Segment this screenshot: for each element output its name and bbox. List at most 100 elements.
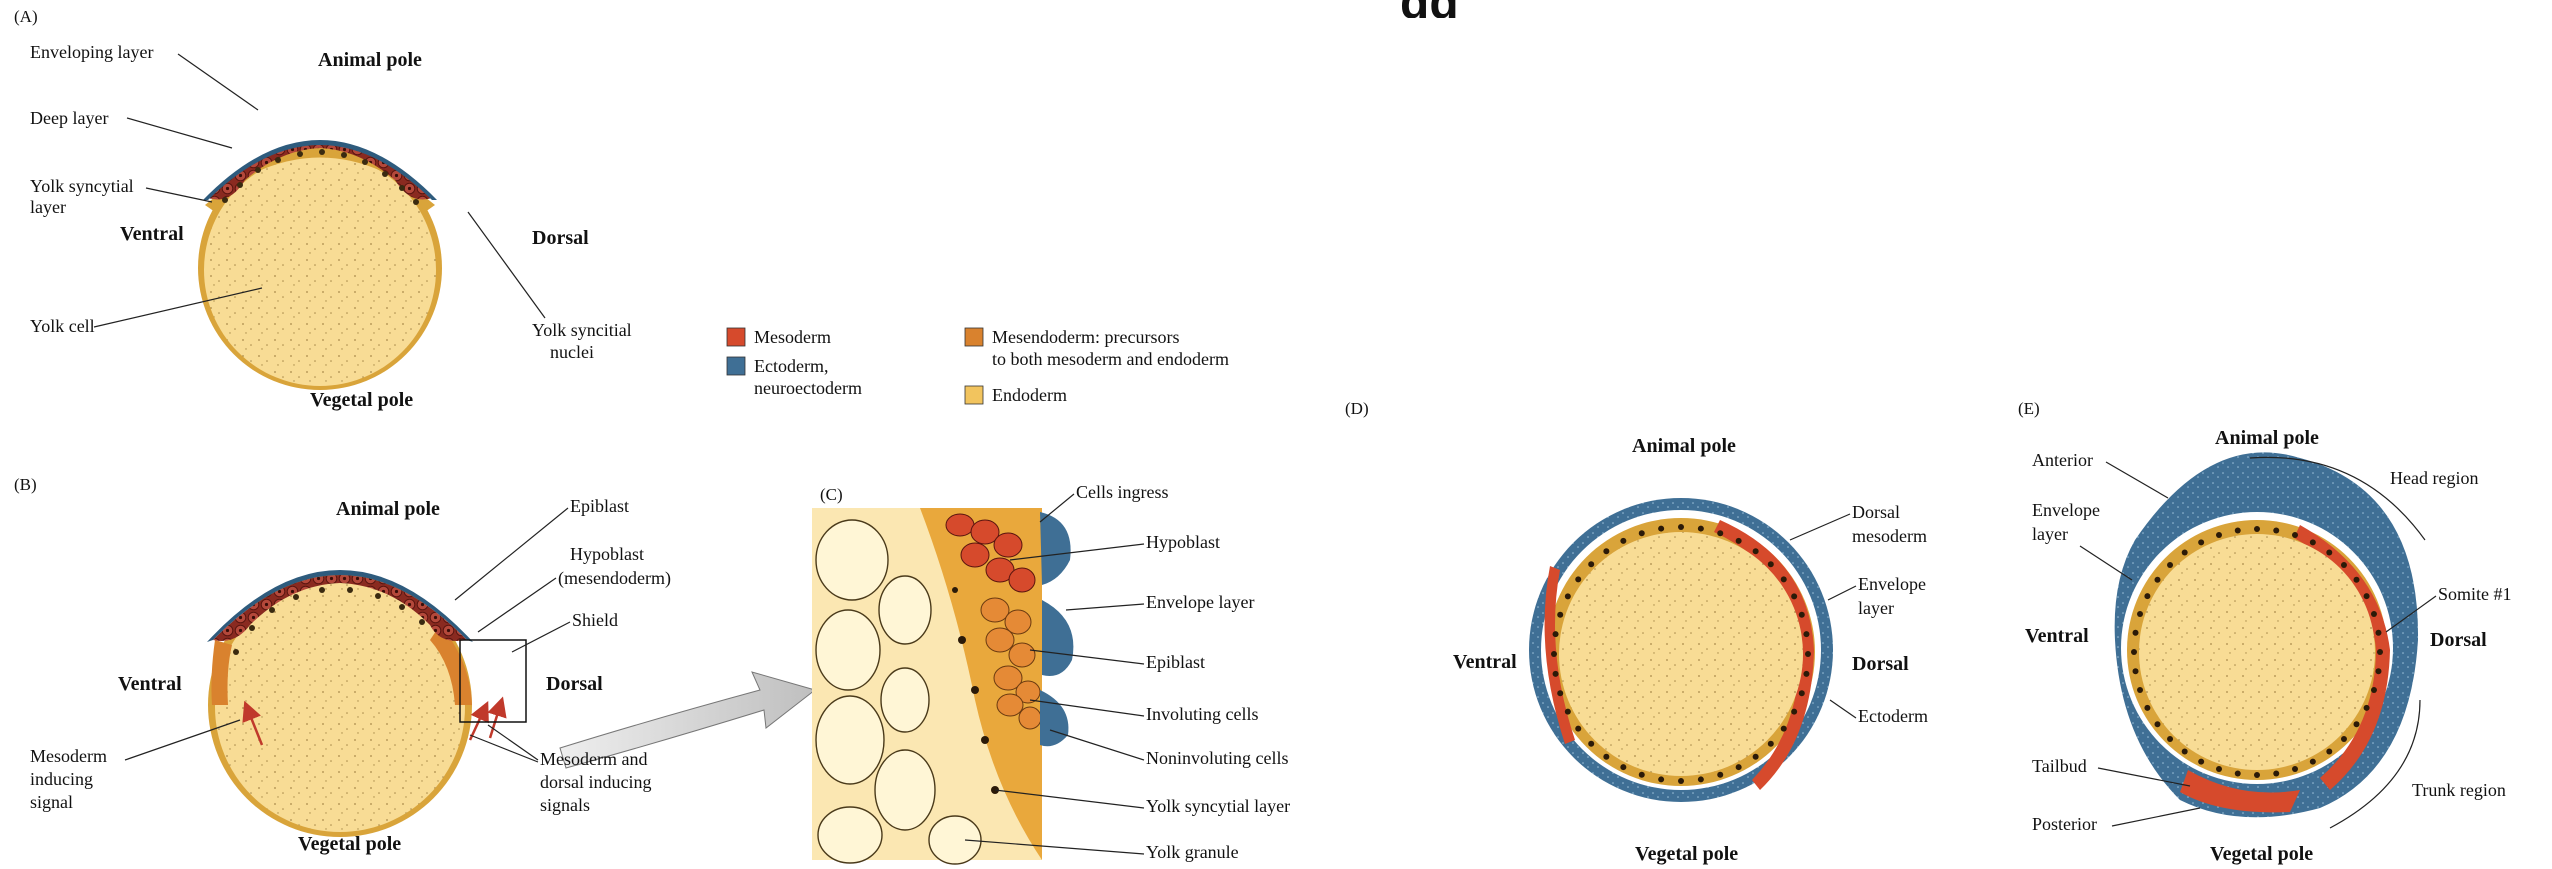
ysl-nucleus — [2354, 721, 2360, 727]
panel-e-somite: Somite #1 — [2438, 584, 2512, 604]
ysl-nucleus — [2198, 759, 2204, 765]
panel-d-envelope-2: layer — [1858, 598, 1894, 618]
panel-d-dorsal-mesoderm-2: mesoderm — [1852, 526, 1927, 546]
panel-e-tailbud-label: Tailbud — [2032, 756, 2087, 776]
ysl-nucleus — [2371, 611, 2377, 617]
ysl-nucleus — [2133, 668, 2139, 674]
panel-a-ysn-label-1: Yolk syncitial — [532, 320, 632, 340]
ysl-nucleus — [2364, 705, 2370, 711]
ysl-nucleus — [1791, 709, 1797, 715]
panel-b-mdi-3: signals — [540, 795, 590, 815]
ysl-nucleus — [2144, 593, 2150, 599]
ysl-nucleus — [2371, 687, 2377, 693]
ysl-nucleus — [1717, 772, 1723, 778]
ysl-nucleus — [1553, 631, 1559, 637]
panel-a: (A) Animal pole Enveloping layer Deep la… — [14, 7, 632, 411]
panel-c-hypoblast: Hypoblast — [1146, 532, 1220, 552]
ysl-nucleus — [2364, 593, 2370, 599]
panel-d-dorsal: Dorsal — [1852, 653, 1909, 675]
ysl-nucleus — [2354, 577, 2360, 583]
panel-c-letter: (C) — [820, 485, 843, 504]
panel-a-letter: (A) — [14, 7, 38, 26]
panel-a-ysn-label-2: nuclei — [550, 342, 594, 362]
panel-b-epiblast-label: Epiblast — [570, 496, 629, 516]
ysl-nucleus — [2292, 766, 2298, 772]
ysl-nucleus — [1805, 651, 1811, 657]
panel-a-animal-pole: Animal pole — [318, 49, 422, 71]
ysl-nucleus — [2131, 649, 2137, 655]
ysl-nucleus — [2273, 528, 2279, 534]
ysl-nucleus — [2182, 749, 2188, 755]
ysl-nucleus — [1620, 538, 1626, 544]
panel-c-envelope-layer: Envelope layer — [1146, 592, 1254, 612]
panel-d-ectoderm-label: Ectoderm — [1858, 706, 1928, 726]
legend: Mesoderm Ectoderm, neuroectoderm Mesendo… — [727, 327, 1229, 405]
ysl-nucleus — [2154, 577, 2160, 583]
panel-e-anterior: Anterior — [2032, 450, 2093, 470]
legend-swatch-endoderm — [965, 386, 983, 404]
legend-mesoderm: Mesoderm — [754, 327, 831, 347]
ysl-nucleus — [1588, 741, 1594, 747]
ysl-nucleus — [1575, 576, 1581, 582]
ysl-nucleus — [1565, 709, 1571, 715]
ysl-nucleus — [2216, 766, 2222, 772]
panel-e-yolk-cell — [2139, 534, 2375, 770]
ysl-nucleus — [1736, 538, 1742, 544]
panel-b-mdi-1: Mesoderm and — [540, 749, 647, 769]
ysl-nucleus — [1678, 524, 1684, 530]
panel-e-dorsal: Dorsal — [2430, 629, 2487, 651]
panel-b-letter: (B) — [14, 475, 37, 494]
ysl-nucleus — [2375, 630, 2381, 636]
ysl-nucleus — [2198, 539, 2204, 545]
legend-swatch-mesoderm — [727, 328, 745, 346]
panel-d-vegetal-pole: Vegetal pole — [1635, 843, 1738, 865]
panel-b-ventral: Ventral — [118, 673, 182, 695]
ysl-nucleus — [2377, 649, 2383, 655]
ysl-nucleus — [2326, 749, 2332, 755]
panel-b-mis-1: Mesoderm — [30, 746, 107, 766]
ysl-nucleus — [2167, 736, 2173, 742]
panel-a-enveloping-layer-label: Enveloping layer — [30, 42, 153, 62]
ysl-nucleus — [1575, 726, 1581, 732]
ysl-nucleus — [1698, 776, 1704, 782]
panel-e-vegetal-pole: Vegetal pole — [2210, 843, 2313, 865]
ysl-nucleus — [1678, 778, 1684, 784]
panel-c-ysl-label: Yolk syncytial layer — [1146, 796, 1290, 816]
panel-a-ysl-label-1: Yolk syncytial — [30, 176, 134, 196]
ysl-nucleus — [2137, 687, 2143, 693]
panel-e-trunk-region: Trunk region — [2412, 780, 2506, 800]
ysl-nucleus — [2137, 611, 2143, 617]
legend-ectoderm-1: Ectoderm, — [754, 356, 828, 376]
ysl-nucleus — [2167, 562, 2173, 568]
panel-b-mdi-2: dorsal inducing — [540, 772, 651, 792]
panel-a-ysl-label-2: layer — [30, 197, 66, 217]
panel-a-ventral: Ventral — [120, 223, 184, 245]
panel-a-dorsal: Dorsal — [532, 227, 589, 249]
panel-b: (B) Animal pole Epiblast Hypoblast (mese… — [14, 475, 815, 855]
panel-d-yolk-cell — [1559, 532, 1803, 776]
ysl-nucleus — [2341, 736, 2347, 742]
ysl-nucleus — [1557, 690, 1563, 696]
ysl-nucleus — [2310, 759, 2316, 765]
panel-c-yolk-granule: Yolk granule — [1146, 842, 1239, 862]
panel-e-envelope-2: layer — [2032, 524, 2068, 544]
ysl-nucleus — [2235, 528, 2241, 534]
panel-b-hypoblast-label-2: (mesendoderm) — [558, 568, 671, 589]
panel-b-vegetal-pole: Vegetal pole — [298, 833, 401, 855]
panel-c-envelope-2 — [1042, 600, 1073, 676]
ysl-nucleus — [2273, 770, 2279, 776]
ysl-nucleus — [2216, 532, 2222, 538]
legend-endoderm: Endoderm — [992, 385, 1067, 405]
ysl-nucleus — [1803, 671, 1809, 677]
ysl-nucleus — [2375, 668, 2381, 674]
ysl-nucleus — [1639, 772, 1645, 778]
ysl-nucleus — [1736, 764, 1742, 770]
ysl-nucleus — [1753, 548, 1759, 554]
panel-b-dorsal: Dorsal — [546, 673, 603, 695]
ysl-nucleus — [1698, 526, 1704, 532]
panel-c-involuting: Involuting cells — [1146, 704, 1258, 724]
ysl-nucleus — [2292, 532, 2298, 538]
panel-c-cells-ingress: Cells ingress — [1076, 482, 1169, 502]
ysl-nucleus — [2254, 772, 2260, 778]
legend-mesendoderm-1: Mesendoderm: precursors — [992, 327, 1179, 347]
